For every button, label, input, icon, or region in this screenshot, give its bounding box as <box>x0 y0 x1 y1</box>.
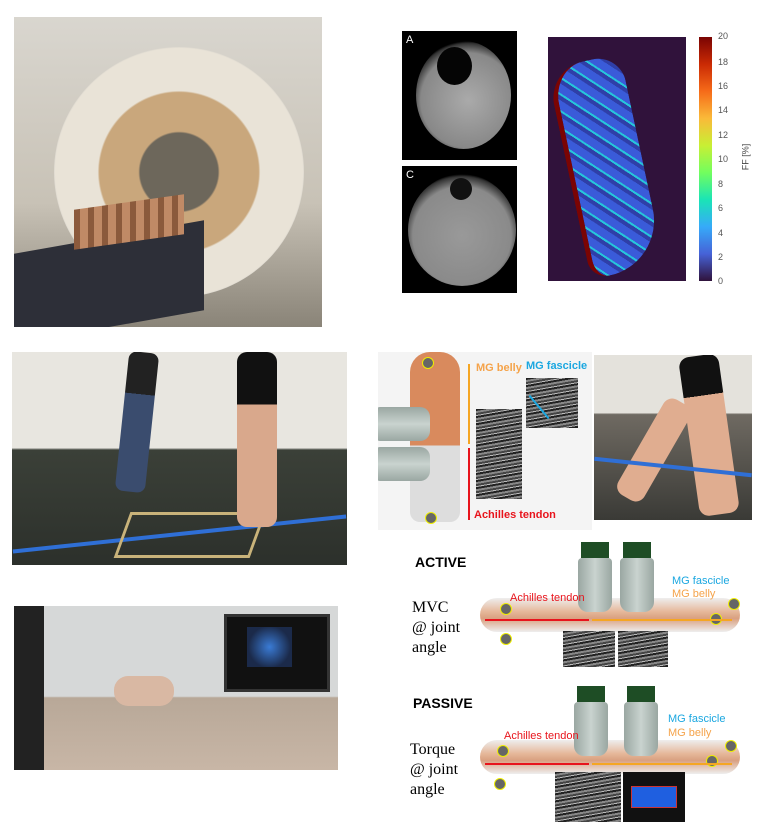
mri-scanner-photo <box>14 17 322 327</box>
tick: 0 <box>718 276 724 286</box>
mg-belly-label: MG belly <box>476 362 522 374</box>
tick: 20 <box>718 31 729 41</box>
active-condition: MVC @ joint angle <box>412 599 461 656</box>
tick: 12 <box>718 130 729 140</box>
walking-lab-photo <box>12 352 347 565</box>
colorbar <box>699 37 712 281</box>
label-c: C <box>406 169 414 181</box>
mri-image-c: C <box>402 166 517 293</box>
tick: 4 <box>718 228 724 238</box>
colorbar-label: FF [%] <box>740 143 751 171</box>
tick: 14 <box>718 105 729 115</box>
tick: 10 <box>718 154 729 164</box>
active-title: ACTIVE <box>415 554 467 570</box>
mri-image-a: A <box>402 31 517 160</box>
passive-mg-belly-label: MG belly <box>668 727 712 739</box>
fat-fraction-map <box>548 37 686 281</box>
tick: 8 <box>718 179 724 189</box>
tick: 2 <box>718 252 724 262</box>
active-schematic: ACTIVE MVC @ joint angle Achilles tendon… <box>380 542 760 683</box>
tick: 16 <box>718 81 729 91</box>
achilles-tendon-label: Achilles tendon <box>474 509 556 521</box>
walker <box>237 352 277 527</box>
passive-achilles-label: Achilles tendon <box>504 730 579 742</box>
active-mg-belly-label: MG belly <box>672 588 716 600</box>
tick: 18 <box>718 57 729 67</box>
calf-anatomy-diagram: MG belly MG fascicle Achilles tendon <box>378 352 592 530</box>
ultrasound-setup-photo <box>14 606 338 770</box>
tick: 6 <box>718 203 724 213</box>
gait-closeup-photo <box>594 355 752 520</box>
ultrasound-monitor <box>224 614 330 692</box>
passive-mg-fascicle-label: MG fascicle <box>668 713 726 725</box>
label-a: A <box>406 34 414 46</box>
passive-condition: Torque @ joint angle <box>410 741 459 798</box>
passive-title: PASSIVE <box>413 695 473 711</box>
passive-schematic: PASSIVE Torque @ joint angle Achilles te… <box>380 686 760 825</box>
active-achilles-label: Achilles tendon <box>510 592 585 604</box>
researcher <box>114 352 160 494</box>
active-mg-fascicle-label: MG fascicle <box>672 575 730 587</box>
mg-fascicle-label: MG fascicle <box>526 360 588 372</box>
